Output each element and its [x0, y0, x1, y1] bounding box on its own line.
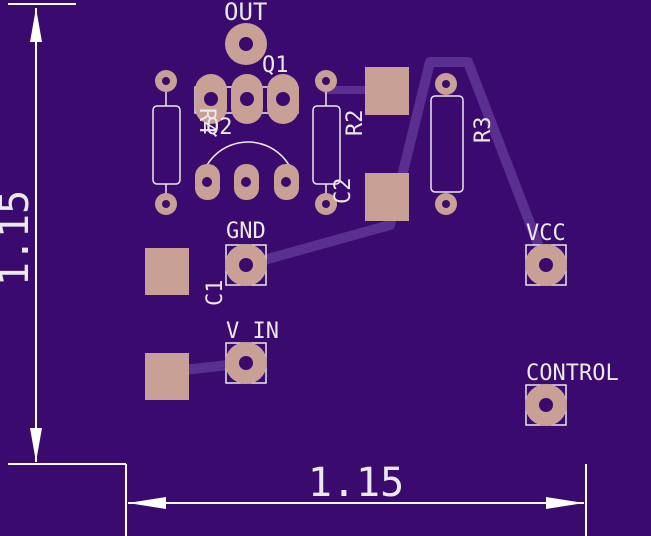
pad-vin: V_IN	[225, 319, 279, 384]
dimension-horizontal-label: 1.15	[308, 460, 404, 506]
label-q1: Q1	[262, 53, 289, 78]
label-v-in: V_IN	[226, 319, 279, 344]
pad-gnd: GND	[225, 219, 267, 286]
resistor-r2: R2	[312, 70, 368, 215]
label-r4: R4	[194, 108, 219, 135]
dimension-horizontal: 1.15	[125, 460, 587, 536]
label-q2: Q2	[206, 115, 233, 140]
pad-c1-bottom	[145, 353, 189, 400]
dimension-vertical: 1.15	[0, 3, 126, 465]
label-control: CONTROL	[526, 361, 619, 386]
label-c1: C1	[203, 280, 228, 307]
label-out: OUT	[224, 0, 267, 26]
label-r3: R3	[471, 117, 496, 144]
label-gnd: GND	[226, 219, 266, 244]
pad-c2-top	[365, 67, 409, 115]
label-c2: C2	[331, 178, 356, 205]
resistor-r3: R3	[430, 73, 496, 215]
label-vcc: VCC	[526, 221, 566, 246]
pad-c1-top	[145, 248, 189, 295]
resistor-r4: R4	[152, 70, 219, 215]
pad-c2-bottom	[365, 173, 409, 221]
transistor-q2: Q2	[195, 115, 299, 200]
trace-gnd-vcc	[241, 57, 551, 270]
pad-vcc: VCC	[525, 221, 567, 286]
pad-control: CONTROL	[525, 361, 619, 426]
pad-out: OUT	[224, 0, 267, 65]
transistor-q1: Q1	[194, 53, 299, 124]
label-r2: R2	[343, 110, 368, 137]
dimension-vertical-label: 1.15	[0, 190, 38, 286]
